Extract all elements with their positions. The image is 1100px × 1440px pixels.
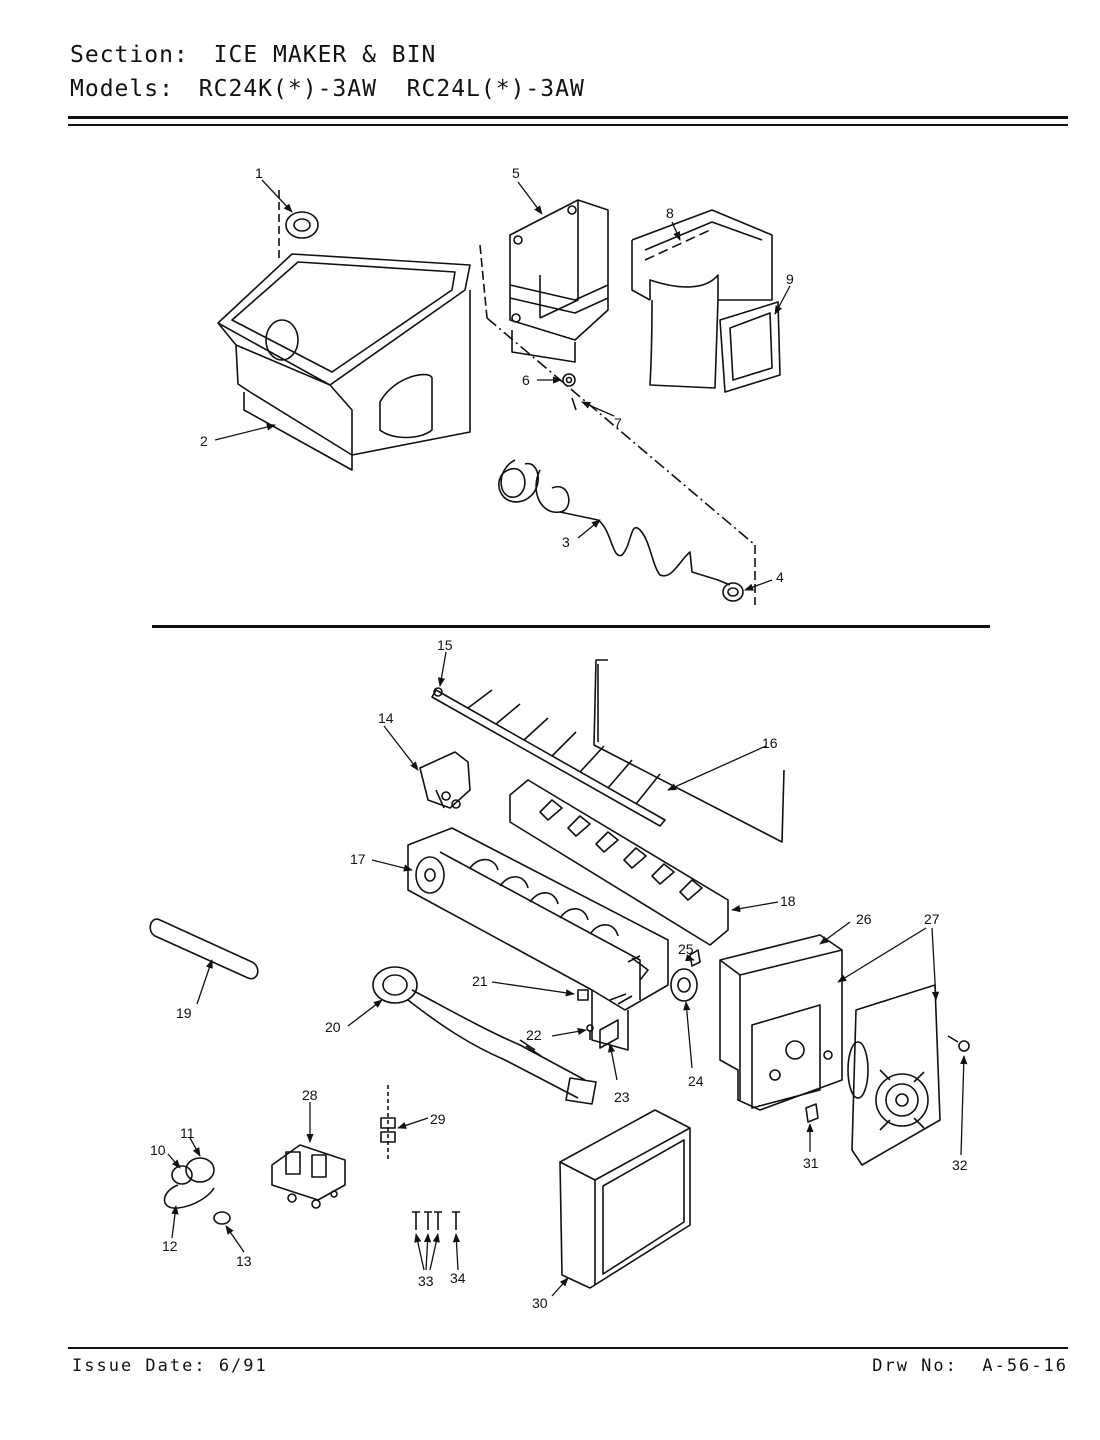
- section-value: ICE MAKER & BIN: [213, 42, 437, 68]
- section-divider: [152, 625, 990, 628]
- heater-tube-part: [149, 918, 259, 980]
- bracket-part: [419, 751, 471, 809]
- nut-and-screw-parts: [562, 373, 577, 411]
- callout-13: 13: [236, 1253, 252, 1269]
- callout-2: 2: [200, 433, 208, 449]
- callout-5: 5: [512, 165, 520, 181]
- stripper-part: [509, 779, 729, 946]
- callout-33: 33: [418, 1273, 434, 1289]
- callout-9: 9: [786, 271, 794, 287]
- footer-rule: [68, 1347, 1068, 1349]
- header-rule-top: [68, 116, 1068, 119]
- knob-part: [278, 190, 319, 262]
- ejector-shaft-part: [431, 687, 666, 827]
- callout-6: 6: [522, 372, 530, 388]
- callout-23: 23: [614, 1089, 630, 1105]
- callout-19: 19: [176, 1005, 192, 1021]
- drawing-number: Drw No: A-56-16: [872, 1356, 1068, 1376]
- callout-24: 24: [688, 1073, 704, 1089]
- header-rule-bottom: [68, 124, 1068, 126]
- callout-8: 8: [666, 205, 674, 221]
- leader-lines: [167, 179, 968, 1297]
- control-housing-part: [719, 934, 843, 1111]
- callout-15: 15: [437, 637, 453, 653]
- callout-28: 28: [302, 1087, 318, 1103]
- ice-mold-part: [407, 827, 669, 1051]
- shutoff-arm-part: [593, 659, 785, 843]
- callout-numbers: 1 2 3 4 5 6 7 8 9 10 11 12 13 14 15 16 1…: [150, 165, 968, 1311]
- switch-part: [271, 1144, 346, 1209]
- callout-20: 20: [325, 1019, 341, 1035]
- front-cover-part: [559, 1109, 691, 1289]
- callout-32: 32: [952, 1157, 968, 1173]
- callout-26: 26: [856, 911, 872, 927]
- screw-set-parts: [412, 1211, 460, 1230]
- issue-date: Issue Date: 6/91: [72, 1356, 268, 1376]
- callout-21: 21: [472, 973, 488, 989]
- callout-12: 12: [162, 1238, 178, 1254]
- chute-housing-part: [479, 199, 756, 605]
- fill-tube-part: [498, 459, 744, 602]
- section-title: Section: ICE MAKER & BIN: [70, 42, 436, 68]
- callout-11: 11: [180, 1125, 195, 1141]
- callout-10: 10: [150, 1142, 166, 1158]
- callout-30: 30: [532, 1295, 548, 1311]
- models-label: Models:: [70, 76, 174, 102]
- callout-14: 14: [378, 710, 394, 726]
- callout-3: 3: [562, 534, 570, 550]
- callout-22: 22: [526, 1027, 542, 1043]
- callout-31: 31: [803, 1155, 819, 1171]
- small-hardware-parts: [577, 949, 701, 1049]
- callout-25: 25: [678, 941, 694, 957]
- screw-parts: [805, 1035, 970, 1123]
- callout-29: 29: [430, 1111, 446, 1127]
- section-label: Section:: [70, 42, 189, 68]
- models-value: RC24K(*)-3AW RC24L(*)-3AW: [198, 76, 585, 102]
- callout-17: 17: [350, 851, 366, 867]
- callout-34: 34: [450, 1270, 466, 1286]
- harness-part: [372, 966, 597, 1105]
- callout-7: 7: [614, 415, 622, 431]
- pipe-fitting-part: [380, 1085, 396, 1160]
- ice-bin-part: [217, 253, 471, 471]
- callout-4: 4: [776, 569, 784, 585]
- callout-27: 27: [924, 911, 940, 927]
- callout-1: 1: [255, 165, 263, 181]
- motor-cover-part: [847, 984, 941, 1166]
- models-title: Models: RC24K(*)-3AW RC24L(*)-3AW: [70, 76, 585, 102]
- callout-18: 18: [780, 893, 796, 909]
- callout-16: 16: [762, 735, 778, 751]
- motor-gear-part: [670, 968, 698, 1002]
- fill-valve-part: [163, 1157, 231, 1225]
- duct-and-door-parts: [631, 209, 781, 393]
